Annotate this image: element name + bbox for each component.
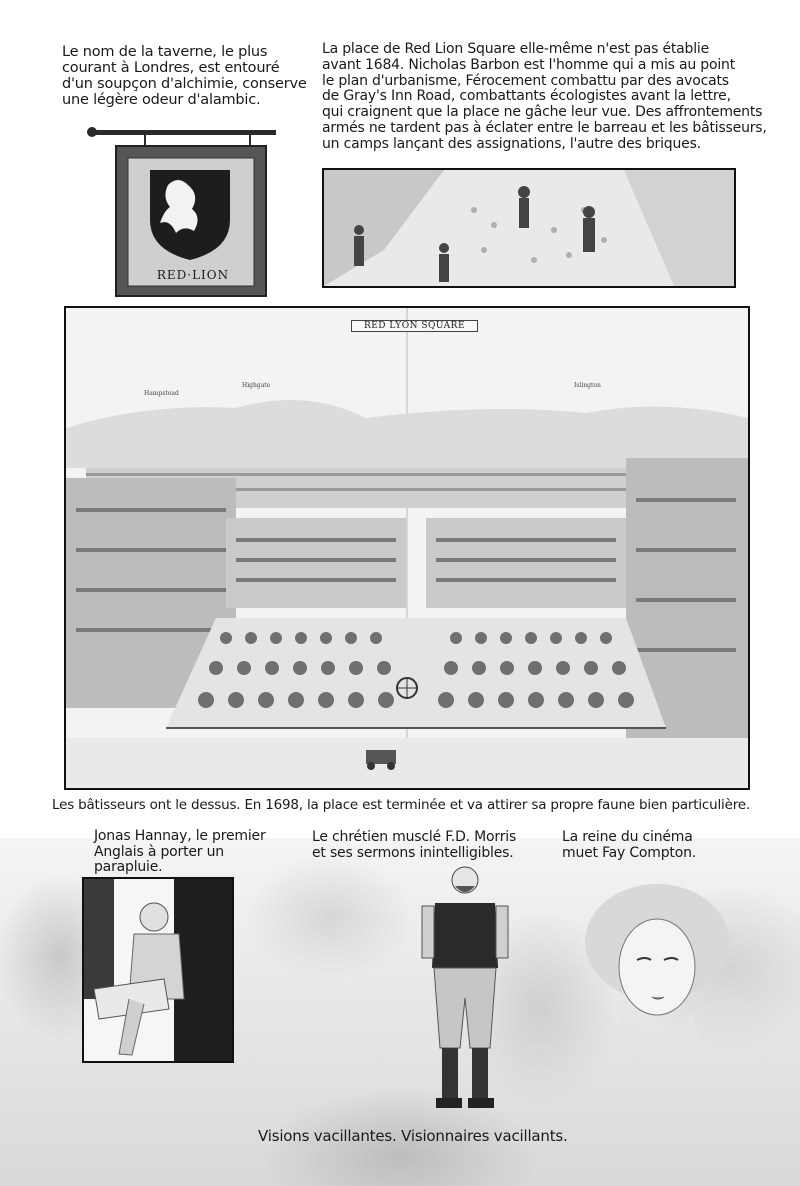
caption-line: La place de Red Lion Square elle-même n'…	[322, 41, 710, 57]
compton-illustration	[585, 884, 729, 1052]
caption-line: courant à Londres, est entouré	[62, 60, 280, 76]
caption-line: Le chrétien musclé F.D. Morris	[312, 829, 517, 845]
caption-line: armés ne tardent pas à éclater entre le …	[322, 119, 767, 136]
caption-line: La reine du cinéma	[562, 829, 693, 845]
caption-closing: Visions vacillantes. Visionnaires vacill…	[258, 1127, 568, 1145]
caption-morris: Le chrétien musclé F.D. Morris et ses se…	[312, 829, 516, 861]
caption-line: de Gray's Inn Road, combattants écologis…	[322, 88, 731, 105]
caption-line: avant 1684. Nicholas Barbon est l'homme …	[322, 56, 735, 73]
caption-hannay: Jonas Hannay, le premier Anglais à porte…	[94, 828, 266, 876]
morris-illustration	[421, 866, 509, 1108]
caption-builders: Les bâtisseurs ont le dessus. En 1698, l…	[52, 797, 750, 813]
caption-line: parapluie.	[94, 859, 163, 875]
hill-label-left: Hampstead	[144, 390, 179, 397]
caption-line: Anglais à porter un	[94, 843, 224, 860]
hill-label-mid: Highgate	[242, 382, 271, 389]
caption-line: qui craignent que la place ne gâche leur…	[322, 104, 763, 121]
caption-line: muet Fay Compton.	[562, 845, 696, 861]
hannay-portrait-panel	[82, 877, 234, 1063]
hill-label-right: Islington	[574, 382, 601, 389]
brawl-illustration	[324, 170, 734, 286]
caption-line: un camps lançant des assignations, l'aut…	[322, 135, 701, 152]
hannay-portrait	[84, 879, 232, 1061]
sign-text: RED·LION	[156, 268, 230, 282]
caption-line: Jonas Hannay, le premier	[94, 828, 266, 844]
compton-portrait	[582, 872, 732, 1052]
caption-line: Le nom de la taverne, le plus	[62, 44, 268, 60]
morris-figure	[410, 858, 520, 1120]
caption-line: et ses sermons inintelligibles.	[312, 845, 514, 861]
caption-square: La place de Red Lion Square elle-même n'…	[322, 41, 767, 153]
engraving-banner: RED LYON SQUARE	[351, 320, 478, 332]
caption-tavern: Le nom de la taverne, le plus courant à …	[62, 44, 307, 108]
red-lion-sign-illustration	[87, 127, 276, 297]
red-lion-sign-panel: RED·LION	[80, 120, 280, 300]
caption-compton: La reine du cinéma muet Fay Compton.	[562, 829, 696, 861]
caption-line: une légère odeur d'alambic.	[62, 92, 261, 108]
brawl-panel	[322, 168, 736, 288]
caption-line: le plan d'urbanisme, Férocement combattu…	[322, 72, 729, 89]
red-lyon-square-engraving-panel: RED LYON SQUARE Hampstead Highgate Islin…	[64, 306, 750, 790]
caption-line: d'un soupçon d'alchimie, conserve	[62, 76, 307, 92]
red-lyon-square-engraving	[66, 308, 748, 788]
